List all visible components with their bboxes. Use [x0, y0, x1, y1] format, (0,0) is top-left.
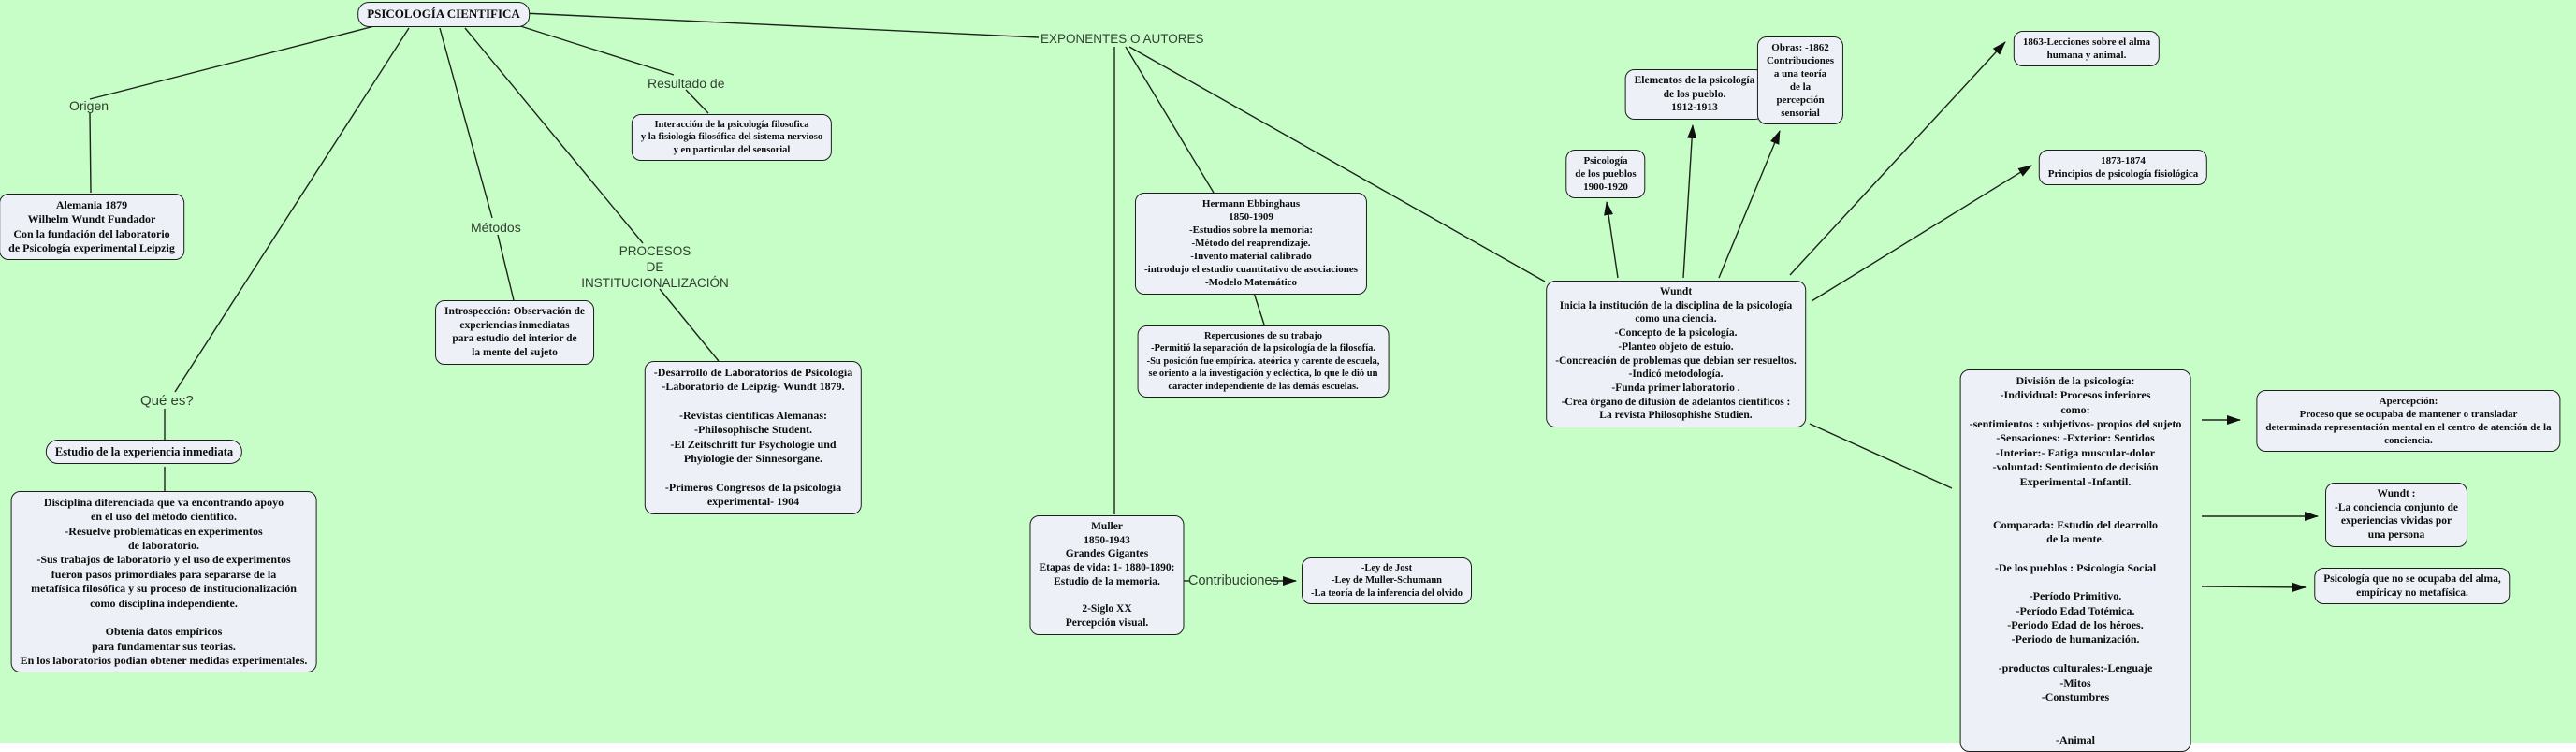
node-division[interactable]: División de la psicología: -Individual: … [1959, 369, 2191, 752]
node-desarrollo-laboratorios[interactable]: -Desarrollo de Laboratorios de Psicologí… [644, 361, 863, 514]
connector [522, 12, 1040, 38]
node-wundt[interactable]: Wundt Inicia la institución de la discip… [1546, 281, 1806, 428]
label-exponentes[interactable]: EXPONENTES O AUTORES [1041, 32, 1204, 46]
connector [1718, 130, 1781, 279]
node-ley-jost[interactable]: -Ley de Jost -Ley de Muller-Schumann -La… [1302, 557, 1472, 605]
connector [1125, 46, 1215, 194]
connector [174, 27, 410, 393]
node-psicologia-alma[interactable]: Psicología que no se ocupaba del alma, e… [2314, 568, 2511, 605]
node-alemania[interactable]: Alemania 1879 Wilhelm Wundt Fundador Con… [0, 194, 184, 261]
label-resultado-de[interactable]: Resultado de [648, 76, 725, 91]
node-interaccion[interactable]: Interacción de la psicología filosofica … [631, 114, 833, 162]
connector [2201, 582, 2307, 592]
connector [1682, 124, 1697, 279]
node-repercusiones[interactable]: Repercusiones de su trabajo -Permitió la… [1137, 325, 1390, 398]
node-principios-1873[interactable]: 1873-1874 Principios de psicología fisio… [2038, 150, 2208, 186]
node-lecciones-1863[interactable]: 1863-Lecciones sobre el alma humana y an… [2013, 31, 2161, 67]
node-psicologia-pueblos[interactable]: Psicología de los pueblos 1900-1920 [1565, 150, 1646, 199]
node-estudio-experiencia[interactable]: Estudio de la experiencia inmediata [45, 440, 243, 464]
connector [1811, 165, 2032, 302]
node-ebbinghaus[interactable]: Hermann Ebbinghaus 1850-1909 -Estudios s… [1134, 193, 1368, 295]
connector [439, 27, 493, 219]
connector [89, 25, 375, 100]
node-apercepcion[interactable]: Apercepción: Proceso que se ocupaba de m… [2256, 390, 2561, 453]
connector [1253, 292, 1265, 325]
node-elementos-pueblos[interactable]: Elementos de la psicología de los pueblo… [1624, 69, 1765, 121]
label-metodos[interactable]: Métodos [471, 220, 521, 235]
connector [1789, 41, 2006, 276]
node-muller[interactable]: Muller 1850-1943 Grandes Gigantes Etapas… [1029, 515, 1185, 635]
node-introspeccion[interactable]: Introspección: Observación de experienci… [435, 300, 594, 365]
label-contribuciones[interactable]: Contribuciones [1188, 573, 1279, 588]
node-wundt-conciencia[interactable]: Wundt : -La conciencia conjunto de exper… [2325, 483, 2467, 547]
node-psicologia-cientifica[interactable]: PSICOLOGÍA CIENTIFICA [357, 2, 530, 27]
connector [514, 23, 675, 76]
node-disciplina[interactable]: Disciplina diferenciada que va encontran… [10, 491, 317, 673]
connector [89, 112, 92, 194]
connector [1128, 46, 1546, 282]
connector [1604, 201, 1619, 279]
connector [497, 234, 515, 301]
connector [1809, 423, 1953, 489]
label-procesos[interactable]: PROCESOS DE INSTITUCIONALIZACIÓN [581, 244, 729, 290]
label-que-es[interactable]: Qué es? [140, 393, 194, 409]
connector [464, 27, 644, 244]
node-obras[interactable]: Obras: -1862 Contribuciones a una teoría… [1756, 36, 1844, 125]
connector [685, 89, 709, 114]
label-origen[interactable]: Origen [69, 98, 109, 113]
connector [659, 288, 720, 362]
